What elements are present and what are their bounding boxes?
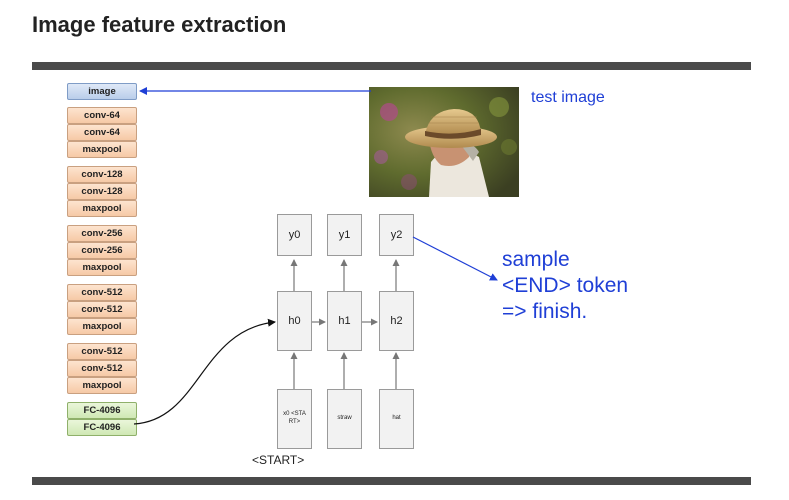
fc-to-h0-arrow bbox=[133, 318, 276, 425]
input-node-x0: x0 <STA RT> bbox=[277, 389, 312, 449]
hidden-node-h0: h0 bbox=[277, 291, 312, 351]
cnn-layer-conv-512: conv-512 bbox=[67, 284, 137, 301]
annotation-line: => finish. bbox=[502, 300, 588, 323]
hidden-node-h1: h1 bbox=[327, 291, 362, 351]
page-title: Image feature extraction bbox=[32, 12, 287, 37]
cnn-layer-maxpool: maxpool bbox=[67, 259, 137, 276]
cnn-layer-conv-128: conv-128 bbox=[67, 166, 137, 183]
cnn-layer-maxpool: maxpool bbox=[67, 141, 137, 158]
bottom-divider bbox=[32, 477, 751, 485]
cnn-layer-image: image bbox=[67, 83, 137, 100]
cnn-layer-conv-256: conv-256 bbox=[67, 225, 137, 242]
cnn-layer-maxpool: maxpool bbox=[67, 318, 137, 335]
cnn-layer-conv-512: conv-512 bbox=[67, 360, 137, 377]
cnn-layer-maxpool: maxpool bbox=[67, 200, 137, 217]
test-image-label: test image bbox=[531, 89, 605, 106]
cnn-layer-fc-4096: FC-4096 bbox=[67, 402, 137, 419]
output-node-y1: y1 bbox=[327, 214, 362, 256]
sample-end-annotation: sample <END> token => finish. bbox=[502, 247, 628, 325]
start-token-label: <START> bbox=[252, 453, 305, 467]
sample-arrow bbox=[412, 236, 498, 281]
rnn-edges bbox=[290, 259, 400, 389]
cnn-layer-maxpool: maxpool bbox=[67, 377, 137, 394]
annotation-line: sample bbox=[502, 248, 570, 271]
test-image bbox=[369, 87, 519, 197]
cnn-layer-conv-256: conv-256 bbox=[67, 242, 137, 259]
top-divider bbox=[32, 62, 751, 70]
input-node-hat: hat bbox=[379, 389, 414, 449]
cnn-layer-conv-128: conv-128 bbox=[67, 183, 137, 200]
cnn-layer-conv-512: conv-512 bbox=[67, 343, 137, 360]
cnn-layer-conv-512: conv-512 bbox=[67, 301, 137, 318]
input-node-straw: straw bbox=[327, 389, 362, 449]
cnn-layer-fc-4096: FC-4096 bbox=[67, 419, 137, 436]
cnn-layer-conv-64: conv-64 bbox=[67, 124, 137, 141]
hidden-node-h2: h2 bbox=[379, 291, 414, 351]
output-node-y0: y0 bbox=[277, 214, 312, 256]
annotation-line: <END> token bbox=[502, 274, 629, 297]
cnn-layer-conv-64: conv-64 bbox=[67, 107, 137, 124]
output-node-y2: y2 bbox=[379, 214, 414, 256]
